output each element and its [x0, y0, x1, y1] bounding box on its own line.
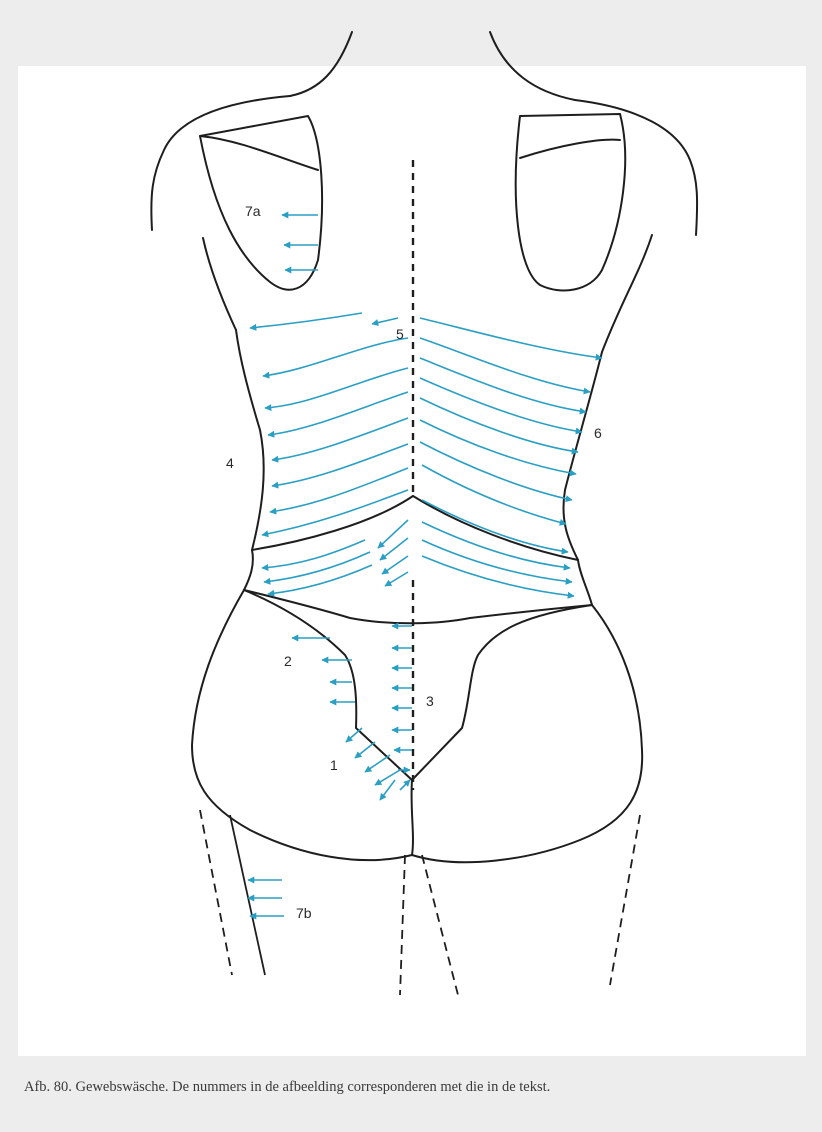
- label-2: 2: [284, 653, 292, 669]
- label-1: 1: [330, 757, 338, 773]
- figure-caption: Afb. 80. Gewebswäsche. De nummers in de …: [24, 1078, 814, 1097]
- label-3: 3: [426, 693, 434, 709]
- label-7a: 7a: [245, 203, 261, 219]
- label-4: 4: [226, 455, 234, 471]
- label-5: 5: [396, 326, 404, 342]
- label-7b: 7b: [296, 905, 312, 921]
- label-6: 6: [594, 425, 602, 441]
